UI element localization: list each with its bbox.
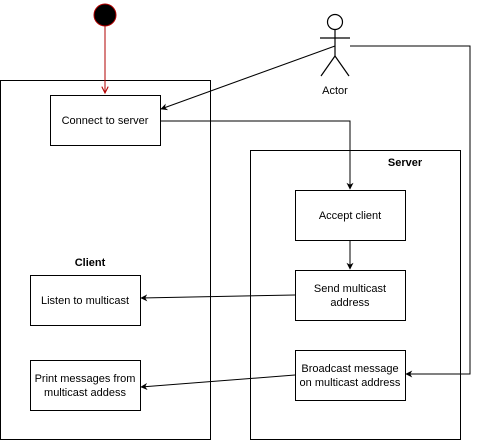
connect-to-server-node (50, 95, 161, 146)
print-messages-node (30, 360, 141, 411)
actor-label: Actor (322, 85, 348, 97)
broadcast-to-print-edge (140, 374, 296, 390)
send-multicast-address-node (295, 270, 406, 321)
start-node (93, 3, 117, 27)
print-messages-label-line1: Print messages from (35, 373, 136, 385)
send-to-listen-edge (140, 294, 296, 302)
send-multicast-address-label-line2: address (330, 297, 370, 309)
server-title: Server (388, 157, 423, 169)
listen-to-multicast-node (30, 275, 141, 326)
broadcast-message-node (295, 350, 406, 401)
connect-to-server-label: Connect to server (62, 115, 149, 127)
actor-to-connect-edge (160, 45, 336, 111)
print-messages-label-line2: multicast addess (44, 387, 126, 399)
listen-to-multicast-label: Listen to multicast (41, 295, 129, 307)
client-title: Client (75, 257, 106, 269)
broadcast-message-label-line1: Broadcast message (301, 363, 398, 375)
broadcast-message-label-line2: on multicast address (300, 377, 401, 389)
send-multicast-address-label-line1: Send multicast (314, 283, 386, 295)
actor-icon (320, 13, 350, 77)
actor-to-broadcast-edge (350, 45, 471, 378)
accept-client-label: Accept client (319, 210, 381, 222)
connect-to-accept-edge (160, 120, 354, 190)
